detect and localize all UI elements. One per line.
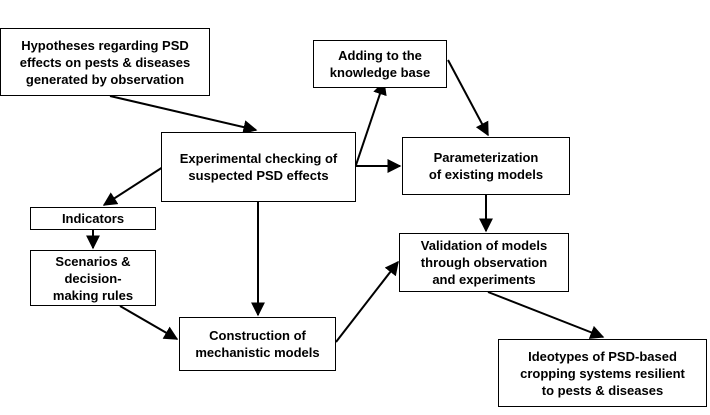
scenarios-box: Scenarios & decision- making rules	[30, 250, 156, 306]
arrow-knowledge-to-parameterization	[447, 59, 489, 137]
ideotypes-box: Ideotypes of PSD-based cropping systems …	[498, 339, 707, 407]
arrow-validation-to-ideotypes	[487, 291, 605, 339]
construction-box: Construction of mechanistic models	[179, 317, 336, 371]
arrow-construction-to-validation	[335, 260, 399, 343]
validation-box: Validation of models through observation…	[399, 233, 569, 292]
experimental-checking-box: Experimental checking of suspected PSD e…	[161, 132, 356, 202]
arrow-scenarios-to-construction	[119, 305, 179, 340]
arrow-experimental-to-indicators	[102, 166, 164, 206]
knowledge-base-box: Adding to the knowledge base	[313, 40, 447, 88]
hypotheses-box: Hypotheses regarding PSD effects on pest…	[0, 28, 210, 96]
indicators-box: Indicators	[30, 207, 156, 230]
parameterization-box: Parameterization of existing models	[402, 137, 570, 195]
arrow-hypotheses-to-experimental	[109, 95, 258, 134]
arrow-experimental-to-knowledge	[355, 80, 387, 166]
